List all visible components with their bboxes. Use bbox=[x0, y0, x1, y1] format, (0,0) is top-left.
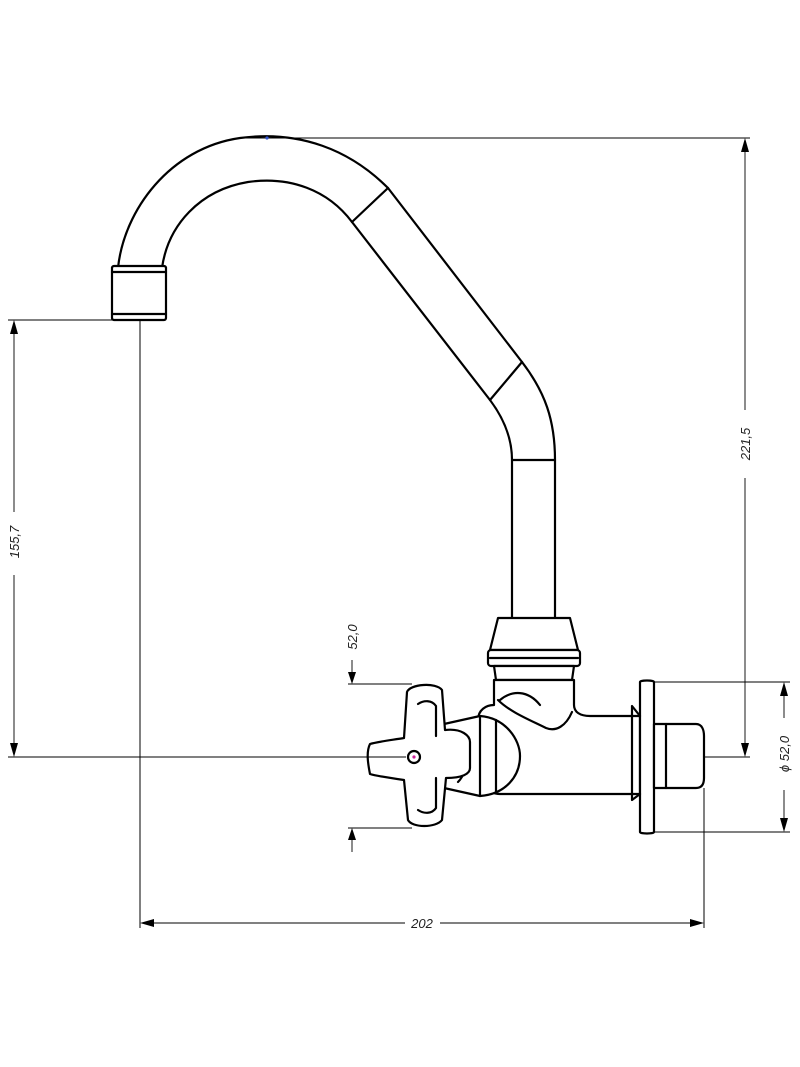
dimension-overall-width-label: 202 bbox=[410, 916, 433, 931]
wall-connector bbox=[652, 722, 706, 790]
dimension-flange-diameter-label: ϕ 52,0 bbox=[777, 735, 792, 772]
dimension-handle-label: 52,0 bbox=[345, 624, 360, 650]
aerator-tip bbox=[110, 264, 168, 322]
extension-lines bbox=[8, 137, 790, 928]
dimension-spout-height-label: 155,7 bbox=[7, 525, 22, 558]
dimension-overall-width: 202 bbox=[140, 916, 704, 931]
spout-tube bbox=[116, 135, 557, 620]
dimension-handle: 52,0 bbox=[345, 624, 360, 852]
dimension-overall-height-label: 221,5 bbox=[738, 427, 753, 461]
swivel-nut bbox=[486, 616, 582, 682]
dimension-flange-diameter: ϕ 52,0 bbox=[777, 682, 792, 832]
cross-handle bbox=[366, 683, 472, 828]
handle-center-point-icon bbox=[412, 755, 416, 759]
spout-top-point-icon bbox=[265, 136, 269, 140]
faucet-drawing bbox=[110, 135, 706, 835]
dimension-overall-height: 221,5 bbox=[738, 138, 753, 757]
wall-flange bbox=[630, 679, 656, 835]
dimension-spout-height: 155,7 bbox=[7, 320, 22, 757]
reference-marks bbox=[265, 136, 416, 759]
